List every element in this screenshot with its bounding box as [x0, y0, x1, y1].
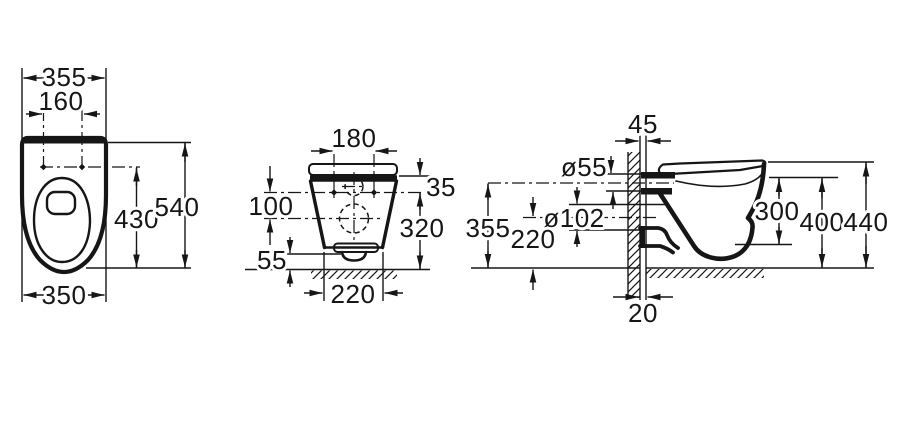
inlet-pipe-top-wall: [641, 172, 675, 179]
side-view: 45 ø55 ø102 355 220 300 400: [463, 106, 891, 331]
flush-outlet-spot: [45, 190, 77, 216]
dim-side-wall-offset: 45: [628, 109, 658, 139]
ground-hatch: [311, 270, 397, 279]
dim-top-front-width: 350: [42, 280, 87, 310]
inner-rim-line: [675, 171, 764, 188]
bowl-back-slope: [656, 189, 697, 249]
dim-front-underside-clearance: 55: [257, 245, 287, 275]
fixing-hole-marker: [40, 163, 47, 171]
dim-front-fixings-to-outlet: 100: [249, 191, 294, 221]
fixing-hole-marker: [370, 189, 378, 196]
side-view-toilet-outline: [638, 159, 767, 262]
dim-front-fixing-centres: 180: [332, 123, 377, 153]
front-view: 180 35 100 320 55 220: [245, 120, 458, 312]
dim-side-overall-height: 440: [844, 207, 889, 237]
dim-side-inlet-diameter: ø55: [561, 152, 607, 182]
outlet-base: [333, 242, 379, 253]
bowl-outer-profile: [691, 161, 767, 262]
trap-inner: [638, 226, 680, 250]
dim-side-body-depth-drop: 300: [755, 196, 800, 226]
fixing-hole-marker: [330, 189, 338, 196]
outlet-pipe-end: [640, 226, 645, 248]
dim-front-top-to-fixings: 35: [426, 172, 456, 202]
dim-top-fixing-centres: 160: [39, 86, 84, 116]
dim-side-rim-height: 400: [800, 207, 845, 237]
inlet-hole-dashed: [344, 176, 364, 197]
inlet-pipe-bottom-wall: [641, 188, 672, 195]
dim-side-outlet-axis-height: 220: [511, 224, 556, 254]
floor-hatch: [646, 269, 764, 278]
seat-lid-front: [308, 163, 398, 176]
dim-top-overall-depth: 540: [155, 192, 200, 222]
dim-side-inlet-axis-height: 355: [466, 213, 511, 243]
dim-front-fixings-height: 320: [400, 213, 445, 243]
trap-outer: [638, 244, 675, 255]
dim-top-overall-width: 355: [42, 62, 87, 92]
dim-side-outlet-diameter: ø102: [543, 203, 604, 233]
seat-opening: [32, 176, 92, 264]
dim-side-wall-finish-thickness: 20: [628, 298, 658, 328]
outlet-bump: [340, 250, 368, 262]
fixing-hole-marker: [78, 163, 86, 171]
top-view: 355 160 430 540 350: [19, 59, 202, 313]
dim-front-base-width: 220: [331, 279, 376, 309]
outlet-hole-dashed: [338, 203, 370, 234]
dim-top-bowl-depth: 430: [114, 204, 159, 234]
wall-hatch: [628, 152, 640, 298]
top-view-toilet-outline: [19, 135, 109, 275]
front-view-toilet-outline: [308, 163, 399, 262]
